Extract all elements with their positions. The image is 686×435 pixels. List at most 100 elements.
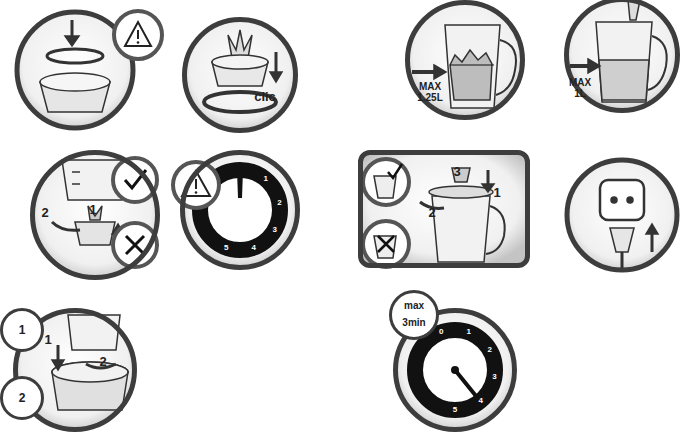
arrow-head — [434, 65, 446, 79]
panel-fill — [185, 20, 295, 130]
dial-ring — [415, 330, 495, 410]
jar-assembly-art — [52, 158, 157, 267]
callout-text: 2 — [487, 346, 491, 354]
plain-panels — [17, 12, 677, 270]
jar-handle — [486, 206, 505, 254]
arrow-head — [65, 36, 79, 46]
blade-base-top — [212, 55, 268, 69]
cross-mark — [126, 236, 144, 254]
callout-text: max — [404, 301, 424, 312]
callout-text: 2 — [428, 206, 435, 220]
inset-circle: 2 — [0, 376, 44, 420]
check-mark — [125, 170, 146, 188]
jar-bottom — [68, 315, 120, 350]
mini-jar — [374, 236, 396, 258]
warning-symbol — [137, 30, 139, 39]
inset-circle — [363, 221, 409, 267]
panel-fill — [567, 0, 677, 110]
jar-marking — [72, 183, 80, 185]
pouring-cup — [628, 0, 640, 20]
callout-text: 2 — [19, 392, 26, 405]
callout-text: 4 — [251, 243, 255, 251]
step-panel — [567, 160, 677, 270]
inset-circle — [113, 223, 157, 267]
callout-text: 0 — [439, 328, 443, 336]
panel-fill — [408, 3, 522, 117]
blade-unit — [75, 222, 115, 245]
cable — [621, 252, 624, 268]
jar-marking — [72, 171, 80, 173]
base-top — [52, 362, 128, 382]
panel-fill — [360, 152, 528, 266]
max-dial-art — [415, 330, 495, 410]
step-panel: 1212 — [13, 308, 137, 432]
turn-arrow — [52, 222, 80, 230]
blade-unit-art — [204, 30, 282, 112]
step-panel: 3 1 2 — [358, 150, 530, 268]
step-panel: 012345max3min — [393, 308, 517, 432]
arrow-head — [52, 360, 64, 370]
base-top — [40, 73, 110, 91]
callout-text: 3 — [272, 226, 276, 234]
inset-circle — [363, 159, 409, 205]
callout-text: 1 — [466, 328, 470, 336]
arrow-head — [588, 59, 600, 73]
lid-assembly-art — [363, 159, 505, 267]
inset-circle — [113, 158, 157, 202]
callout-text: 1 — [89, 203, 96, 217]
callout-text: 5 — [453, 406, 457, 414]
arrow-head — [270, 72, 282, 82]
jar — [596, 22, 652, 102]
callout-text: 2 — [99, 355, 106, 369]
base-gasket-art — [40, 20, 110, 112]
warning-inset — [114, 11, 162, 59]
inset-circle — [114, 11, 162, 59]
step-panel: 12345 — [180, 150, 300, 270]
warning-symbol — [195, 179, 197, 189]
base-rim — [52, 362, 128, 382]
callout-text: 3min — [402, 318, 425, 329]
plug-body — [610, 228, 634, 252]
callout-text: MAX 1L — [566, 78, 594, 99]
plug-art — [600, 180, 658, 268]
callout-text: 1 — [263, 175, 267, 183]
cross-mark — [378, 236, 394, 252]
step-panel: 21 — [30, 150, 160, 280]
callout-text: 4 — [478, 396, 482, 404]
step-panel: MAX 1L — [564, 0, 680, 113]
panel-fills — [16, 0, 677, 429]
max-line — [450, 65, 494, 66]
warning-symbol — [195, 191, 198, 194]
socket-hole — [611, 197, 617, 203]
liquid — [599, 60, 649, 100]
callout-text: 1 — [19, 324, 26, 337]
check-mark — [388, 164, 402, 178]
dial-art — [173, 162, 280, 250]
arrow-shaft — [275, 52, 278, 74]
jar-handle — [496, 40, 516, 95]
jar-handle — [648, 36, 667, 90]
inset-circle: max 3min — [389, 290, 439, 340]
blade — [228, 30, 252, 58]
arrow-shaft — [651, 232, 654, 252]
dial-pointer — [237, 170, 243, 198]
arrow-head — [482, 184, 494, 192]
step-panel: clic — [182, 17, 298, 133]
gasket — [47, 49, 103, 63]
step-panel: MAX 1.25L — [405, 0, 525, 120]
warning-symbol — [137, 41, 140, 44]
warning-symbol — [182, 171, 210, 196]
dial-hub — [451, 366, 459, 374]
base-assembly-art — [52, 315, 128, 410]
callout-text: 3 — [453, 165, 460, 179]
callout-text: 2 — [41, 206, 48, 220]
callout-text: 1 — [493, 186, 500, 200]
callout-text: clic — [254, 90, 276, 104]
callout-text: MAX 1.25L — [410, 82, 450, 103]
callout-text: 5 — [224, 243, 228, 251]
warning-symbol — [125, 22, 151, 46]
socket — [600, 180, 644, 220]
